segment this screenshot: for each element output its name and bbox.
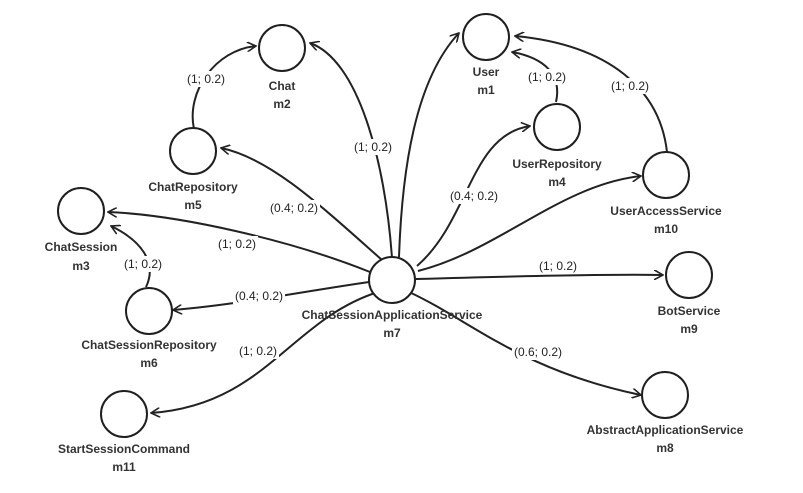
edge-app-abstractapp xyxy=(408,291,641,395)
node-chatrepository-id: m5 xyxy=(184,198,202,212)
edge-label-background xyxy=(351,139,395,155)
node-userrepository[interactable]: UserRepository m4 xyxy=(512,103,602,189)
node-botservice-id: m9 xyxy=(680,322,698,336)
node-chatsession-name: ChatSession xyxy=(45,240,118,254)
edge-label-background xyxy=(121,256,165,272)
edge-label-background xyxy=(267,200,321,216)
node-chat[interactable]: Chat m2 xyxy=(258,24,306,111)
node-chatrepository[interactable]: ChatRepository m5 xyxy=(148,127,238,212)
edge-label-app-startcmd: (1; 0.2) xyxy=(239,344,277,358)
edge-chatrepo-chat xyxy=(191,46,256,130)
edge-app-startcmd xyxy=(151,291,379,413)
node-userrepository-id: m4 xyxy=(548,175,566,189)
node-useraccessservice[interactable]: UserAccessService m10 xyxy=(610,151,722,236)
edge-label-app-userrepo: (0.4; 0.2) xyxy=(450,189,498,203)
node-abstractapplicationservice[interactable]: AbstractApplicationService m8 xyxy=(587,371,744,455)
edge-label-app-bot: (1; 0.2) xyxy=(539,259,577,273)
edge-label-chatsessionrepo-chatsession: (1; 0.2) xyxy=(124,257,162,271)
edge-label-background xyxy=(608,78,652,94)
node-chatsessionapplicationservice-id: m7 xyxy=(383,326,401,340)
node-user-name: User xyxy=(473,65,500,79)
edge-label-useraccess-user: (1; 0.2) xyxy=(611,79,649,93)
node-user[interactable]: User m1 xyxy=(462,13,510,97)
node-chatsessionrepository-name: ChatSessionRepository xyxy=(81,338,217,352)
node-chatsessionapplicationservice-name: ChatSessionApplicationService xyxy=(302,308,483,322)
edge-label-background xyxy=(215,236,259,252)
node-chatsession-id: m3 xyxy=(72,259,90,273)
edge-label-background xyxy=(236,343,280,359)
edge-label-background xyxy=(447,188,501,204)
edge-app-useraccess xyxy=(417,176,641,272)
node-user-id: m1 xyxy=(477,83,495,97)
node-userrepository-name: UserRepository xyxy=(512,157,602,171)
edge-label-background xyxy=(232,288,286,304)
node-useraccessservice-name: UserAccessService xyxy=(610,204,722,218)
edge-label-app-chatrepo: (0.4; 0.2) xyxy=(270,201,318,215)
node-chatsessionapplicationservice[interactable]: ChatSessionApplicationService m7 xyxy=(302,256,483,340)
edge-app-chatsession xyxy=(108,212,371,273)
node-abstractapplicationservice-id: m8 xyxy=(656,441,674,455)
edge-app-chat xyxy=(310,43,393,259)
node-startsessioncommand-name: StartSessionCommand xyxy=(58,442,190,456)
edge-app-user xyxy=(398,33,459,258)
edge-label-app-abstractapp: (0.6; 0.2) xyxy=(514,345,562,359)
node-abstractapplicationservice-name: AbstractApplicationService xyxy=(587,423,744,437)
node-chat-id: m2 xyxy=(273,97,291,111)
edge-chatsessionrepo-chatsession xyxy=(111,226,151,288)
edge-label-chatrepo-chat: (1; 0.2) xyxy=(187,72,225,86)
edge-label-background xyxy=(184,71,228,87)
node-startsessioncommand[interactable]: StartSessionCommand m11 xyxy=(58,390,190,474)
node-chatrepository-name: ChatRepository xyxy=(148,180,238,194)
edge-label-background xyxy=(536,258,580,274)
edge-label-app-chat: (1; 0.2) xyxy=(354,140,392,154)
edge-useraccess-user xyxy=(515,36,668,153)
edge-label-app-chatsessionrepo: (0.4; 0.2) xyxy=(235,289,283,303)
edge-label-app-chatsession: (1; 0.2) xyxy=(218,237,256,251)
node-useraccessservice-id: m10 xyxy=(654,222,678,236)
edge-app-userrepo xyxy=(416,126,530,267)
node-chat-name: Chat xyxy=(269,79,296,93)
edge-label-userrepo-user: (1; 0.2) xyxy=(528,70,566,84)
node-botservice[interactable]: BotService m9 xyxy=(658,251,721,336)
node-botservice-name: BotService xyxy=(658,304,721,318)
node-chatsessionrepository-id: m6 xyxy=(140,356,158,370)
node-chatsession[interactable]: ChatSession m3 xyxy=(45,187,118,273)
edge-app-bot xyxy=(415,275,663,279)
node-chatsessionrepository[interactable]: ChatSessionRepository m6 xyxy=(81,287,217,370)
node-startsessioncommand-id: m11 xyxy=(112,460,136,474)
edge-label-background xyxy=(511,344,565,360)
edge-app-chatrepo xyxy=(221,148,383,261)
edge-label-background xyxy=(525,69,569,85)
